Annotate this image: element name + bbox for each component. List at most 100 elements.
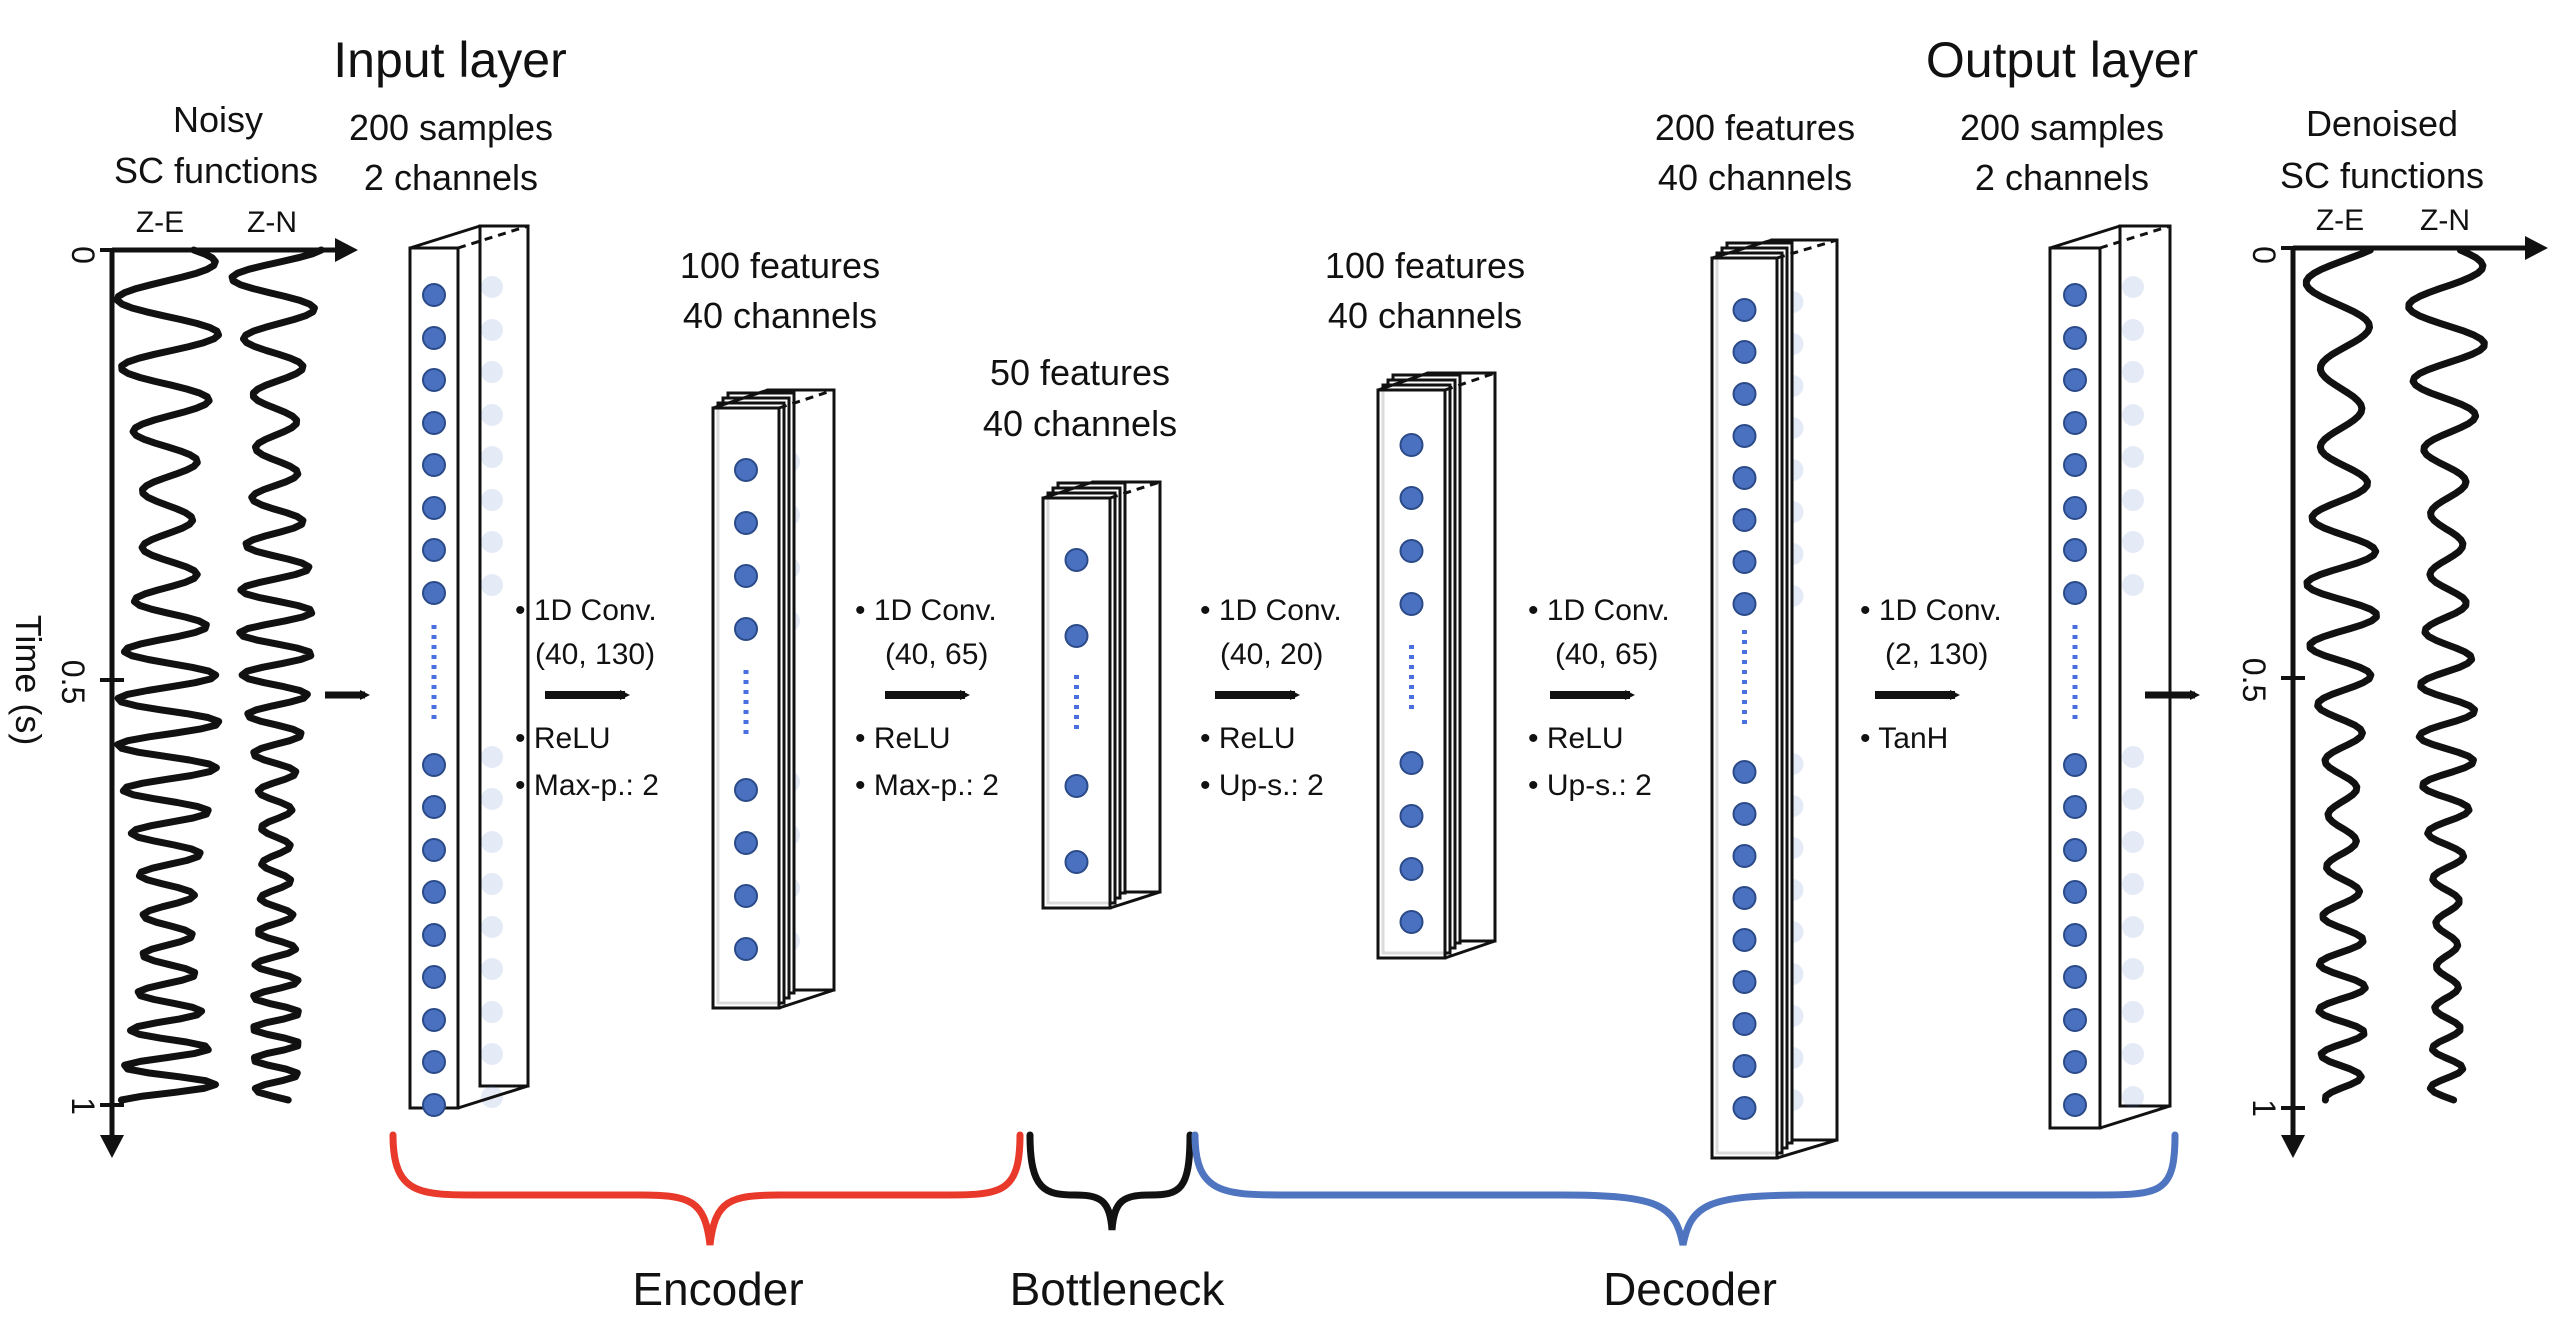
block-6-back-neuron (2122, 958, 2144, 980)
encoder-brace (389, 1131, 1024, 1246)
block-6-back-neuron (2122, 746, 2144, 768)
denoised-tick-label-0: 0 (2246, 246, 2282, 264)
denoised-top-axis-arrowhead (2525, 236, 2548, 260)
block-6-neuron (2063, 283, 2087, 307)
noisy-channel-zn: Z-N (247, 206, 297, 239)
noisy-top-axis-arrowhead (335, 238, 358, 262)
block-1-depth-edge (409, 224, 481, 250)
op-1-extra-1: • ReLU (515, 722, 611, 755)
block-6-back-neuron (2122, 276, 2144, 298)
block-1-back-neuron (481, 404, 503, 426)
block-1-neuron (422, 1050, 446, 1074)
block-3-neuron (1064, 548, 1089, 572)
op-3-extra-1: • ReLU (1200, 722, 1296, 755)
block-1-back-neuron (481, 1001, 503, 1023)
block-5-depth-edge (1776, 238, 1838, 260)
layer-6-line-2: 2 channels (1975, 157, 2149, 198)
block-2-neuron (734, 617, 758, 641)
block-2-neuron (734, 511, 758, 535)
block-6-neuron (2063, 965, 2087, 989)
block-6-back-neuron (2122, 574, 2144, 596)
noisy-ze-trace (113, 246, 223, 1104)
block-6-back-neuron (2122, 1001, 2144, 1023)
block-5-neuron (1732, 802, 1757, 826)
block-5-neuron (1732, 1096, 1757, 1120)
block-4-depth-edge (1444, 371, 1496, 392)
noisy-tick-label-1: 1 (65, 1097, 101, 1115)
encoder-label: Encoder (632, 1263, 803, 1315)
block-2-neuron (734, 564, 758, 588)
operation-3: • 1D Conv. (40, 20) • ReLU • Up-s.: 2 (1200, 594, 1342, 802)
block-3-depth-edge (1042, 480, 1094, 500)
block-2-depth-edge (712, 388, 769, 410)
block-6-back-neuron (2122, 361, 2144, 383)
noisy-channel-ze: Z-E (136, 206, 184, 239)
block-6-back-neuron (2122, 404, 2144, 426)
layer-4-line-1: 100 features (1325, 245, 1525, 286)
block-5-depth-edge (1776, 1138, 1838, 1160)
denoised-zn-trace (2405, 246, 2488, 1104)
block-6-back-neuron (2122, 489, 2144, 511)
block-6-neuron (2063, 538, 2087, 562)
block-6-depth-edge (2099, 1104, 2171, 1130)
block-5-neuron (1732, 298, 1757, 322)
operation-2: • 1D Conv. (40, 65) • ReLU • Max-p.: 2 (855, 594, 999, 802)
block-5-neuron (1732, 844, 1757, 868)
denoised-time-axis-arrowhead (2281, 1135, 2305, 1158)
block-1-depth-edge (457, 1084, 529, 1110)
block-6-back-neuron (2122, 319, 2144, 341)
block-5-front-sheet (1710, 256, 1779, 1160)
block-5-neuron (1732, 382, 1757, 406)
layer-4-line-2: 40 channels (1328, 295, 1522, 336)
block-6-neuron (2063, 581, 2087, 605)
op-1-conv-line-2: (40, 130) (535, 638, 655, 671)
block-4-neuron (1399, 539, 1424, 563)
decoder-brace (1191, 1131, 2179, 1246)
block-1-back-neuron (481, 788, 503, 810)
block-1-neuron (422, 453, 446, 477)
block-1-neuron (422, 411, 446, 435)
block-6-neuron (2063, 1050, 2087, 1074)
op-2-conv-line-2: (40, 65) (885, 638, 988, 671)
block-2-neuron (734, 778, 758, 802)
noisy-tick-label-0: 0 (65, 246, 101, 264)
block-5-neuron (1732, 1054, 1757, 1078)
block-1-neuron (422, 795, 446, 819)
block-2-neuron (734, 458, 758, 482)
block-5-neuron (1732, 886, 1757, 910)
block-1-back-neuron (481, 873, 503, 895)
block-6-back-neuron (2122, 1086, 2144, 1108)
layer-5-line-1: 200 features (1655, 107, 1855, 148)
block-1-back-neuron (481, 489, 503, 511)
block-5-neuron (1732, 970, 1757, 994)
block-1-back-neuron (481, 574, 503, 596)
block-3-depth-edge (1109, 890, 1161, 910)
block-2-neuron (734, 831, 758, 855)
block-1-back-neuron (481, 746, 503, 768)
op-2-extra-2: • Max-p.: 2 (855, 769, 999, 802)
bottleneck-brace (1026, 1131, 1194, 1231)
op-4-conv-line-2: (40, 65) (1555, 638, 1658, 671)
block-1-neuron (422, 880, 446, 904)
denoised-signal-panel: Denoised SC functions Z-E Z-N 0 0.5 1 (2236, 103, 2548, 1158)
block-6-back-neuron (2122, 831, 2144, 853)
block-6-neuron (2063, 838, 2087, 862)
denoised-tick-label-1: 1 (2246, 1099, 2282, 1117)
block-1-back-neuron (481, 531, 503, 553)
block-5-neuron (1732, 592, 1757, 616)
block-3-neuron (1064, 850, 1089, 874)
block-4-depth-edge (1377, 371, 1429, 392)
block-1-back-neuron (481, 446, 503, 468)
block-6-neuron (2063, 1093, 2087, 1117)
block-4-neuron (1399, 592, 1424, 616)
block-5-neuron (1732, 928, 1757, 952)
block-6-neuron (2063, 496, 2087, 520)
block-5-neuron (1732, 466, 1757, 490)
bottleneck-layer-block (1041, 480, 1162, 910)
block-6-neuron (2063, 880, 2087, 904)
block-6-back-neuron (2122, 446, 2144, 468)
block-2-neuron (734, 884, 758, 908)
block-6-neuron (2063, 411, 2087, 435)
block-4-neuron (1399, 910, 1424, 934)
block-6-neuron (2063, 753, 2087, 777)
